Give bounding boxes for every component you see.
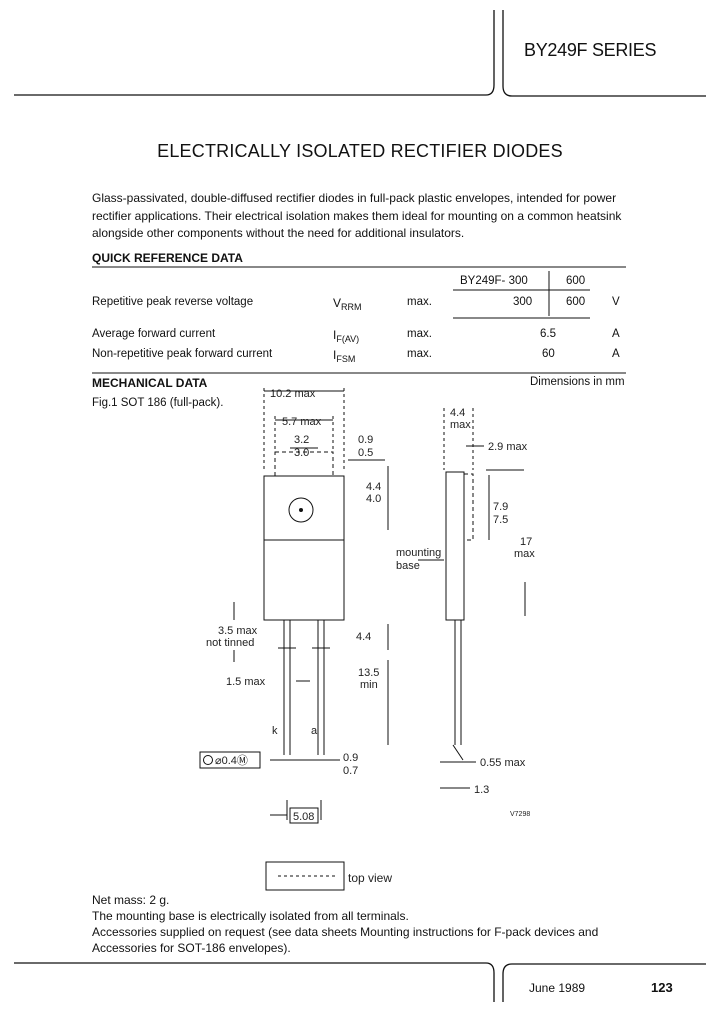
dim-7-5: 7.5 bbox=[493, 514, 508, 526]
page-number: 123 bbox=[651, 980, 673, 995]
package-outline-drawing: 10.2 max 5.7 max 3.2 3.0 0.9 0.5 4.4 4.0… bbox=[199, 388, 535, 891]
cond-ifav: max. bbox=[407, 328, 432, 340]
unit-vrrm: V bbox=[612, 296, 620, 308]
dim-4-4b: 4.4 bbox=[356, 631, 371, 643]
mechanical-heading: MECHANICAL DATA bbox=[92, 376, 208, 390]
position-tolerance: ⌀0.4Ⓜ bbox=[215, 754, 248, 767]
symbol-vrrm: VRRM bbox=[333, 296, 362, 312]
dim-0-55: 0.55 max bbox=[480, 757, 526, 769]
dim-1-3: 1.3 bbox=[474, 784, 489, 796]
value-ifav: 6.5 bbox=[540, 328, 556, 340]
dim-4-4-side: 4.4 bbox=[450, 407, 465, 419]
dim-7-9: 7.9 bbox=[493, 501, 508, 513]
footer-date: June 1989 bbox=[529, 981, 586, 995]
param-ifav: Average forward current bbox=[92, 328, 216, 340]
package-top-view bbox=[265, 861, 345, 891]
package-body-front bbox=[263, 475, 345, 621]
page-title: ELECTRICALLY ISOLATED RECTIFIER DIODES bbox=[157, 141, 563, 161]
dim-10-2: 10.2 max bbox=[270, 388, 316, 400]
net-mass: Net mass: 2 g. bbox=[92, 893, 170, 907]
param-vrrm: Repetitive peak reverse voltage bbox=[92, 296, 254, 308]
unit-ifav: A bbox=[612, 328, 620, 340]
dim-13-5-min: min bbox=[360, 679, 378, 691]
top-view-label: top view bbox=[348, 871, 392, 885]
pitch-5-08: 5.08 bbox=[293, 811, 314, 823]
dim-13-5: 13.5 bbox=[358, 667, 379, 679]
type-col-600: 600 bbox=[566, 275, 586, 287]
quick-ref-heading: QUICK REFERENCE DATA bbox=[92, 251, 243, 265]
dim-4-4-max: max bbox=[450, 419, 471, 431]
dim-0-9: 0.9 bbox=[358, 434, 373, 446]
value-vrrm-600: 600 bbox=[566, 296, 586, 308]
intro-paragraph: Glass-passivated, double-diffused rectif… bbox=[92, 191, 622, 240]
accessories-note-1: Accessories supplied on request (see dat… bbox=[92, 925, 599, 939]
type-header: BY249F- 300 bbox=[460, 275, 528, 287]
dim-3-0: 3.0 bbox=[294, 447, 309, 459]
accessories-note-2: Accessories for SOT-186 envelopes). bbox=[92, 941, 291, 955]
type-prefix: BY249F- bbox=[460, 275, 506, 287]
value-ifsm: 60 bbox=[542, 348, 555, 360]
isolation-note: The mounting base is electrically isolat… bbox=[92, 909, 409, 923]
pin-k-label: k bbox=[272, 725, 278, 737]
dim-4-0: 4.0 bbox=[366, 493, 381, 505]
package-body-side bbox=[445, 471, 465, 621]
dim-2-9: 2.9 max bbox=[488, 441, 528, 453]
dimensions-note: Dimensions in mm bbox=[530, 376, 625, 388]
dim-17: 17 bbox=[520, 536, 532, 548]
dim-1-5: 1.5 max bbox=[226, 676, 266, 688]
type-col-300: 300 bbox=[508, 275, 528, 287]
not-tinned-label: not tinned bbox=[206, 637, 254, 649]
series-title: BY249F SERIES bbox=[524, 40, 657, 60]
mounting-hole bbox=[288, 497, 314, 523]
notes: Net mass: 2 g. The mounting base is elec… bbox=[92, 892, 612, 956]
unit-ifsm: A bbox=[612, 348, 620, 360]
quick-ref-rules bbox=[92, 266, 626, 374]
dim-5-7: 5.7 max bbox=[282, 416, 322, 428]
figure-caption: Fig.1 SOT 186 (full-pack). bbox=[92, 397, 224, 409]
cond-ifsm: max. bbox=[407, 348, 432, 360]
drawing-code: V7298 bbox=[510, 811, 530, 818]
dim-3-2: 3.2 bbox=[294, 434, 309, 446]
param-ifsm: Non-repetitive peak forward current bbox=[92, 348, 273, 360]
dim-4-4a: 4.4 bbox=[366, 481, 381, 493]
symbol-ifsm: IFSM bbox=[333, 348, 356, 364]
dim-17-max: max bbox=[514, 548, 535, 560]
base-label: base bbox=[396, 560, 420, 572]
symbol-ifav: IF(AV) bbox=[333, 328, 360, 344]
mounting-label: mounting bbox=[396, 547, 441, 559]
pin-a-label: a bbox=[311, 725, 318, 737]
dim-0-5: 0.5 bbox=[358, 447, 373, 459]
cond-vrrm: max. bbox=[407, 296, 432, 308]
value-vrrm-300: 300 bbox=[513, 296, 533, 308]
dim-3-5: 3.5 max bbox=[218, 625, 258, 637]
dim-0-9b: 0.9 bbox=[343, 752, 358, 764]
dim-0-7: 0.7 bbox=[343, 765, 358, 777]
